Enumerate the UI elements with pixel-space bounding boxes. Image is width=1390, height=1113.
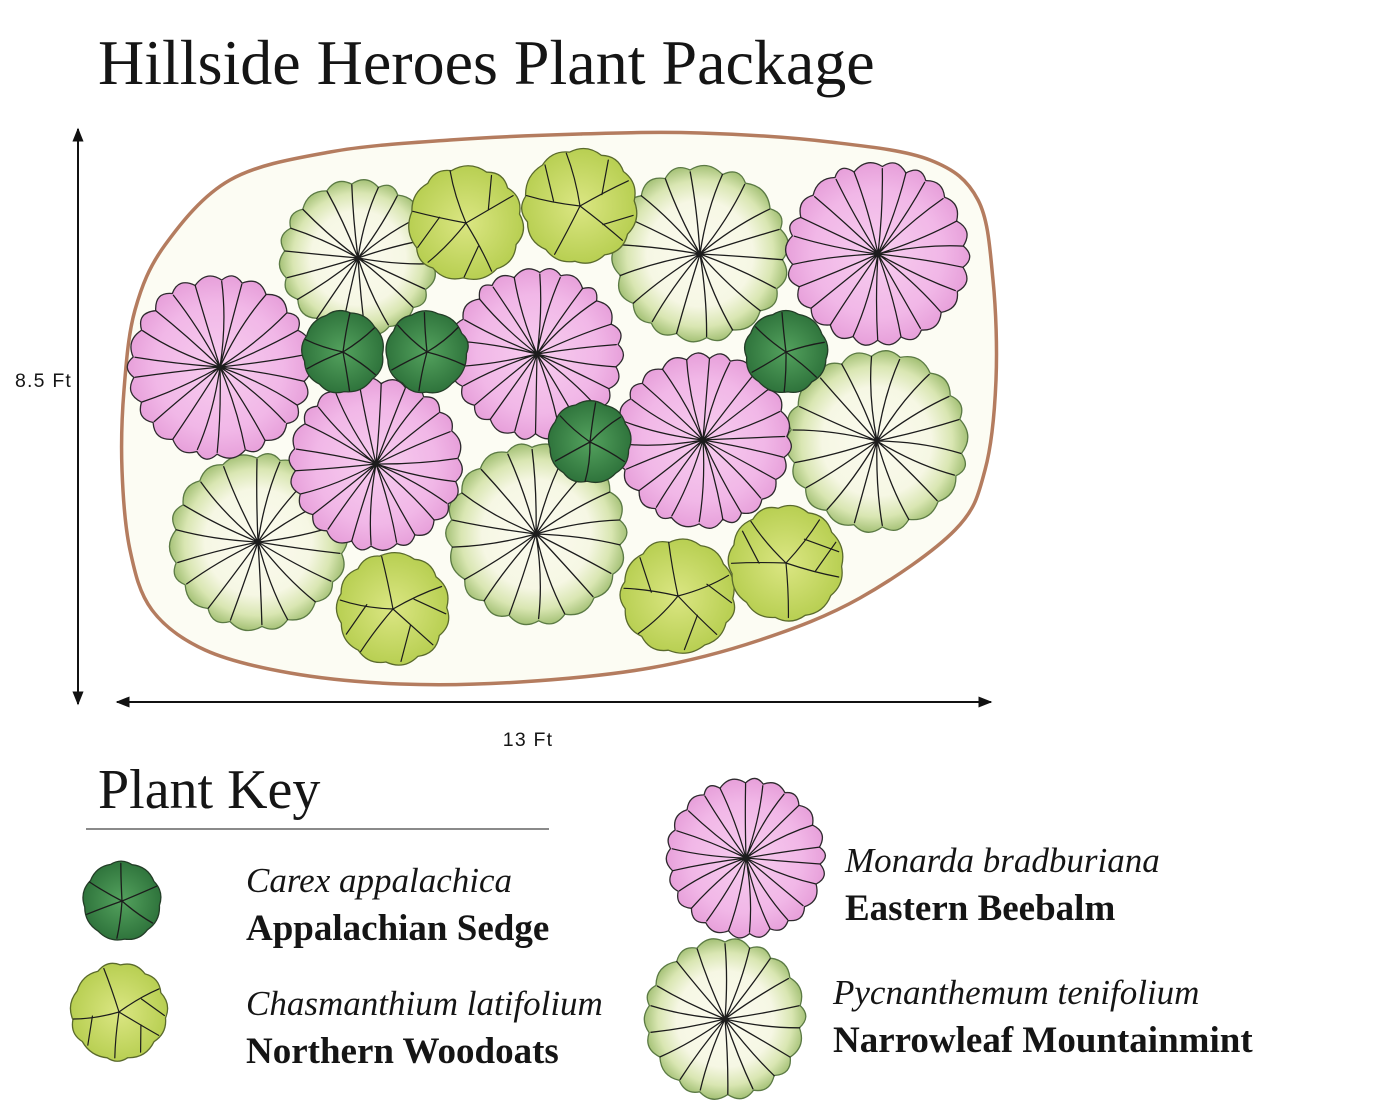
bed-plant-mountainmint [785, 350, 969, 533]
scientific-name: Carex appalachica [246, 861, 512, 900]
plant-veins [175, 458, 341, 626]
key-item-northern-woodoats: Chasmanthium latifolium Northern Woodoat… [69, 962, 603, 1072]
plant-veins [294, 382, 458, 546]
plant-veins [792, 167, 964, 341]
planting-bed [119, 130, 999, 687]
bed-plant-beebalm [288, 377, 463, 551]
common-name: Northern Woodoats [246, 1031, 559, 1072]
plant-key: Plant Key Carex appalachica Appalachian … [69, 759, 1253, 1100]
bed-plant-woodoats [408, 165, 525, 281]
plant-veins [134, 280, 306, 454]
bed-plant-mountainmint [611, 164, 789, 343]
height-dimension: 8.5 Ft [15, 127, 84, 706]
woodoats-icon [69, 962, 169, 1062]
bed-plant-sedge [743, 309, 829, 394]
plant-veins [525, 152, 634, 255]
plant-veins [671, 783, 821, 933]
bed-plant-beebalm [784, 162, 971, 346]
bed-plant-sedge [385, 310, 469, 394]
plant-veins [339, 556, 447, 662]
plant-veins [72, 967, 165, 1059]
bed-plant-woodoats [335, 552, 450, 666]
plant-veins [304, 312, 376, 392]
plant-veins [391, 311, 465, 392]
bed-plant-woodoats [727, 504, 844, 622]
plant-veins [617, 171, 784, 338]
bed-plant-sedge [547, 400, 632, 484]
key-heading: Plant Key [98, 759, 320, 821]
mountainmint-icon [643, 938, 807, 1100]
bed-plant-woodoats [521, 147, 638, 264]
height-label: 8.5 Ft [15, 370, 72, 392]
bed-plant-mountainmint [445, 443, 628, 626]
plant-veins [620, 357, 786, 523]
bed-plant-woodoats [619, 538, 736, 654]
page-title: Hillside Heroes Plant Package [98, 27, 875, 98]
plant-veins [730, 519, 840, 619]
plant-veins [451, 448, 621, 620]
width-dimension: 13 Ft [115, 696, 993, 751]
sedge-icon [82, 860, 162, 941]
plant-veins [86, 862, 158, 939]
scientific-name: Monarda bradburiana [844, 841, 1160, 880]
plant-veins [284, 184, 432, 332]
common-name: Appalachian Sedge [246, 908, 549, 949]
plant-veins [554, 402, 625, 482]
scientific-name: Pycnanthemum tenifolium [832, 973, 1199, 1012]
plant-veins [751, 312, 825, 393]
plant-veins [792, 355, 962, 527]
plant-veins [623, 541, 733, 651]
bed-plant-mountainmint [278, 179, 438, 337]
plant-veins [412, 170, 514, 278]
bed-plant-sedge [301, 309, 384, 394]
bed-plant-beebalm [126, 275, 313, 460]
common-name: Narrowleaf Mountainmint [833, 1020, 1253, 1061]
key-item-narrowleaf-mountainmint: Pycnanthemum tenifolium Narrowleaf Mount… [643, 938, 1253, 1100]
common-name: Eastern Beebalm [845, 888, 1115, 929]
key-item-appalachian-sedge: Carex appalachica Appalachian Sedge [82, 860, 549, 949]
plant-veins [457, 273, 617, 435]
beebalm-icon [665, 777, 827, 939]
bed-plants [126, 147, 971, 666]
key-item-eastern-beebalm: Monarda bradburiana Eastern Beebalm [665, 777, 1160, 939]
scientific-name: Chasmanthium latifolium [246, 984, 603, 1023]
plant-veins [650, 943, 801, 1095]
width-label: 13 Ft [503, 729, 553, 751]
